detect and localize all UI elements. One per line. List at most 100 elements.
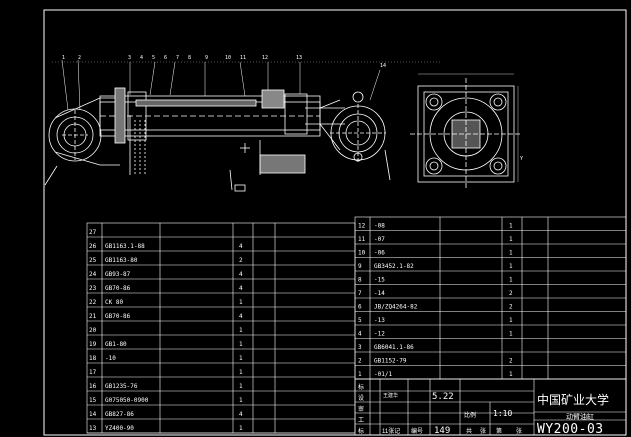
bom-cell-qty: 1	[239, 355, 243, 362]
bom-cell-no: 26	[89, 243, 97, 250]
svg-text:第: 第	[496, 427, 502, 435]
sheet-info: 11张记	[382, 427, 400, 435]
svg-text:4: 4	[140, 55, 143, 61]
svg-text:共: 共	[466, 427, 472, 435]
svg-text:12: 12	[262, 55, 268, 61]
bom-cell-no: 6	[358, 304, 362, 311]
bom-cell-code: -10	[105, 355, 116, 362]
bom-cell-code: GB93-87	[105, 271, 131, 278]
svg-text:5: 5	[152, 55, 155, 61]
bom-cell-qty: 1	[509, 263, 513, 270]
designer-note: 王建华	[383, 392, 398, 399]
bom-cell-no: 21	[89, 313, 97, 320]
bom-cell-qty: 4	[239, 243, 243, 250]
svg-text:11: 11	[240, 55, 246, 61]
svg-text:10: 10	[225, 55, 231, 61]
bom-cell-code: GB70-86	[105, 313, 131, 320]
bom-cell-code: GB70-86	[105, 285, 131, 292]
bom-cell-no: 25	[89, 257, 97, 264]
bom-cell-no: 19	[89, 341, 97, 348]
bom-cell-no: 22	[89, 299, 97, 306]
bom-cell-code: -06	[374, 250, 385, 257]
bom-cell-qty: 4	[239, 271, 243, 278]
svg-text:3: 3	[128, 55, 131, 61]
drawing-border	[43, 9, 627, 436]
ratio-value: 1:10	[493, 409, 512, 418]
bom-cell-qty: 1	[509, 317, 513, 324]
bom-cell-qty: 1	[509, 236, 513, 243]
svg-text:8: 8	[188, 55, 191, 61]
svg-text:13: 13	[296, 55, 302, 61]
svg-text:9: 9	[205, 55, 208, 61]
title-block-row-labels: 标 设 审 工 标	[358, 383, 364, 435]
svg-text:7: 7	[176, 55, 179, 61]
bom-cell-code: GB1235-76	[105, 383, 138, 390]
svg-text:工: 工	[358, 417, 364, 424]
bom-cell-qty: 4	[239, 285, 243, 292]
bom-cell-code: -07	[374, 236, 385, 243]
bom-cell-qty: 1	[509, 277, 513, 284]
svg-text:张: 张	[516, 427, 522, 435]
bom-cell-qty: 1	[239, 299, 243, 306]
bom-cell-no: 14	[89, 411, 97, 418]
svg-text:14: 14	[380, 63, 386, 69]
bom-cell-no: 10	[358, 250, 366, 257]
bom-cell-code: YZ400-90	[105, 425, 134, 432]
title-block-bottom-row: 共 张 第 张	[466, 427, 522, 435]
bom-cell-no: 15	[89, 397, 97, 404]
svg-text:6: 6	[164, 55, 167, 61]
bom-cell-code: -08	[374, 223, 385, 230]
svg-text:张: 张	[480, 427, 486, 435]
svg-text:设: 设	[358, 394, 364, 402]
bom-cell-no: 23	[89, 285, 97, 292]
view-label: Y	[520, 156, 523, 162]
bom-cell-qty: 2	[509, 304, 513, 311]
bom-cell-no: 3	[358, 344, 362, 351]
bom-cell-qty: 1	[509, 223, 513, 230]
bom-cell-code: CK 80	[105, 299, 123, 306]
institution-name: 中国矿业大学	[537, 392, 609, 407]
bom-cell-code: -13	[374, 317, 385, 324]
bom-cell-no: 24	[89, 271, 97, 278]
bom-cell-code: GB1163.1-88	[105, 243, 145, 250]
sheet-no-value: 149	[434, 426, 450, 436]
bom-cell-qty: 1	[239, 383, 243, 390]
bom-cell-no: 17	[89, 369, 97, 376]
bom-cell-code: G075050-0900	[105, 397, 149, 404]
bom-cell-qty: 2	[509, 290, 513, 297]
cylinder-assembly-view	[44, 59, 440, 192]
bom-cell-code: GB1152-79	[374, 358, 407, 365]
bom-cell-no: 13	[89, 425, 97, 432]
bom-cell-no: 1	[358, 371, 362, 378]
bom-cell-no: 16	[89, 383, 97, 390]
ratio-label: 比例	[464, 411, 476, 419]
sheet-no-label: 编号	[411, 427, 423, 435]
svg-text:审: 审	[358, 405, 364, 413]
drawing-number: WY200-03	[537, 422, 604, 437]
part-name: 动臂油缸	[566, 412, 594, 421]
bom-cell-no: 20	[89, 327, 97, 334]
bom-cell-qty: 1	[239, 341, 243, 348]
bom-cell-qty: 1	[239, 425, 243, 432]
svg-text:1: 1	[62, 55, 65, 61]
svg-text:标: 标	[358, 427, 364, 435]
bom-cell-qty: 1	[239, 369, 243, 376]
bom-cell-no: 5	[358, 317, 362, 324]
bom-cell-code: GB1-80	[105, 341, 127, 348]
bom-cell-no: 2	[358, 358, 362, 365]
bom-cell-qty: 2	[239, 257, 243, 264]
bom-cell-qty: 1	[509, 371, 513, 378]
flange-end-view	[410, 73, 522, 190]
date-value: 5.22	[432, 392, 454, 402]
bom-cell-qty: 2	[509, 358, 513, 365]
bom-cell-no: 8	[358, 277, 362, 284]
bom-cell-no: 9	[358, 263, 362, 270]
bom-cell-code: GB1163-80	[105, 257, 138, 264]
bom-cell-qty: 1	[239, 327, 243, 334]
bom-cell-qty: 4	[239, 313, 243, 320]
bom-cell-no: 12	[358, 223, 366, 230]
balloon-labels: 1 2 3 4 5 6 7 8 9 10 11 12 13 14	[62, 55, 386, 69]
